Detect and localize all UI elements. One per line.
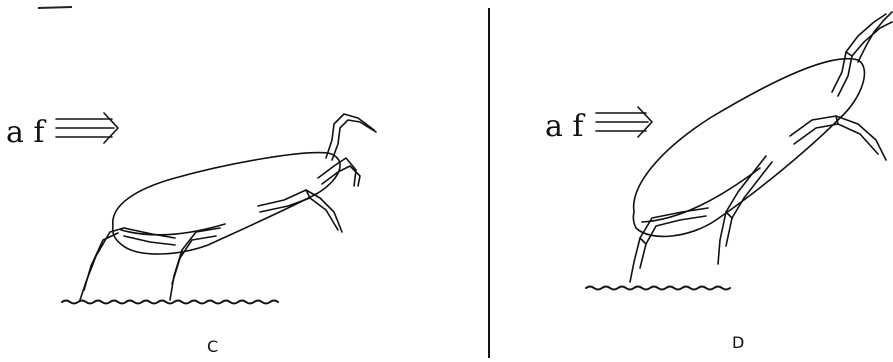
- panel-label-c: C: [207, 337, 218, 356]
- panel-label-d: D: [732, 333, 744, 352]
- hind-leg-d: [629, 207, 709, 283]
- panel-c: a f: [6, 112, 377, 356]
- middle-leg-d: [717, 155, 773, 265]
- front-leg-c: [317, 157, 361, 187]
- hind-leg-c: [79, 227, 176, 301]
- lifted-leg-c: [257, 189, 343, 233]
- scan-mark: [37, 6, 73, 9]
- body-underside-d: [641, 167, 761, 223]
- insect-body-c: [111, 151, 341, 255]
- front-leg-d: [831, 13, 893, 97]
- force-arrow-c: [55, 112, 119, 144]
- antenna-d: [857, 11, 893, 63]
- ground-c: [61, 299, 279, 305]
- panel-d: a f: [545, 11, 893, 352]
- force-label-d: a f: [545, 109, 585, 144]
- ground-d: [585, 285, 731, 291]
- antenna-c: [325, 113, 377, 161]
- middle-leg-c: [169, 227, 221, 301]
- body-underside-c: [120, 223, 226, 236]
- force-arrow-d: [595, 106, 653, 138]
- force-label-c: a f: [6, 115, 46, 150]
- lifted-leg-d: [789, 115, 887, 161]
- insect-body-d: [632, 58, 866, 238]
